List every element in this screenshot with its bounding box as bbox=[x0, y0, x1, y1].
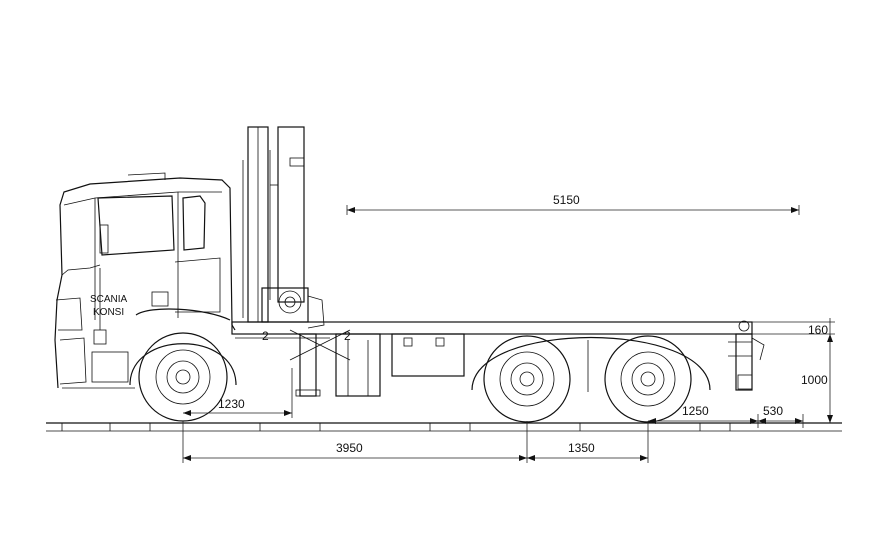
rear-fender bbox=[471, 336, 711, 391]
cab-brand-text: SCANIA bbox=[90, 294, 128, 305]
dim-hook-offset-label: 530 bbox=[763, 404, 783, 418]
dim-rear-overhang-label: 1250 bbox=[682, 404, 709, 418]
side-tank bbox=[391, 333, 465, 377]
dim-axle-spacing-label: 1350 bbox=[568, 441, 595, 455]
dim-wheelbase-label: 3950 bbox=[336, 441, 363, 455]
rear-hook bbox=[728, 320, 765, 391]
cab-model-text: KONSI bbox=[93, 307, 124, 318]
dim-hook-offset bbox=[758, 414, 804, 428]
dim-axle-spacing bbox=[527, 421, 649, 463]
dim-ground-to-frame-label: 1000 bbox=[801, 373, 828, 387]
dim-ground-to-frame bbox=[827, 334, 833, 423]
crane-mark-1: 2 bbox=[262, 329, 269, 343]
outrigger-legs bbox=[295, 333, 381, 397]
dim-body-length-label: 5150 bbox=[553, 193, 580, 207]
dim-frame-height-label: 160 bbox=[808, 323, 828, 337]
dim-wheelbase bbox=[182, 421, 528, 463]
rear-wheel-1 bbox=[483, 335, 571, 423]
dim-front-to-crane-label: 1230 bbox=[218, 397, 245, 411]
chassis-frame bbox=[231, 321, 753, 361]
truck-cab bbox=[54, 172, 236, 389]
rear-wheel-2 bbox=[604, 335, 692, 423]
crane-mark-2: 2 bbox=[344, 329, 351, 343]
dim-front-to-crane bbox=[183, 368, 293, 418]
ground-line bbox=[46, 422, 842, 432]
dim-body-length bbox=[346, 205, 800, 215]
crane bbox=[242, 126, 330, 329]
